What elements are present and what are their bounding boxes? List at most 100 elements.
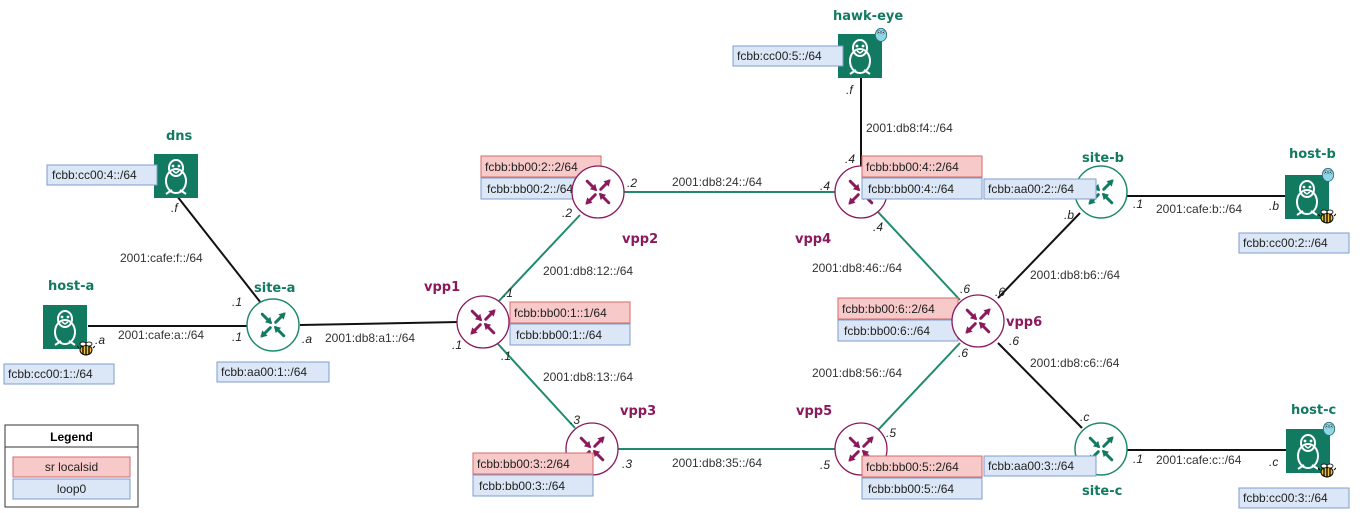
loop0-text-host-b: fcbb:cc00:2::/64 (1243, 236, 1328, 250)
loop0-text-host-a: fcbb:cc00:1::/64 (8, 367, 93, 381)
linux-tux-icon (838, 34, 882, 78)
localsid-box-vpp1 (509, 301, 631, 324)
iface-vpp2-down: .2 (562, 206, 572, 220)
link-site-a-vpp1 (299, 321, 460, 326)
node-name-host-b: host-b (1289, 147, 1336, 162)
localsid-text-vpp5: fcbb:bb00:5::2/64 (866, 460, 959, 474)
node-name-vpp6: vpp6 (1006, 315, 1042, 330)
loop0-box-host-b (1238, 232, 1350, 254)
node-vpp2[interactable]: fcbb:bb00:2::2/64 fcbb:bb00:2::/64 .2 .2… (480, 155, 658, 247)
iface-vpp1-down: .1 (501, 349, 511, 363)
node-site-c[interactable]: .c .1 fcbb:aa00:3::/64 site-c (983, 410, 1143, 499)
iface-vpp3-up: .3 (570, 413, 580, 427)
iface-vpp5-up: .5 (886, 426, 896, 440)
link-label-vpp4-vpp6: 2001:db8:46::/64 (812, 261, 902, 275)
loop0-text-host-c: fcbb:cc00:3::/64 (1243, 491, 1328, 505)
node-dns[interactable]: dns fcbb:cc00:4::/64 .f (46, 129, 198, 215)
legend-label-localsid: sr localsid (45, 460, 98, 474)
node-vpp6[interactable]: .6 .6 fcbb:bb00:6::2/64 fcbb:bb00:6::/64… (837, 282, 1042, 360)
iface-vpp6-ul: .6 (960, 282, 970, 296)
node-vpp1[interactable]: vpp1 fcbb:bb00:1::1/64 fcbb:bb00:1::/64 … (424, 280, 631, 363)
node-host-b[interactable]: host-b .b fcbb:cc00:2::/64 (1238, 147, 1350, 254)
iface-site-a-right: .a (302, 332, 312, 346)
iface-vpp4-up: .4 (845, 152, 855, 166)
legend-title: Legend (50, 430, 93, 444)
links (88, 78, 1286, 451)
node-name-vpp1: vpp1 (424, 280, 460, 295)
link-label-vpp1-vpp2: 2001:db8:12::/64 (543, 264, 633, 278)
node-site-b[interactable]: site-b fcbb:aa00:2::/64 .b .1 (983, 151, 1143, 222)
gopher-icon (874, 27, 888, 42)
localsid-text-vpp4: fcbb:bb00:4::2/64 (866, 160, 959, 174)
node-host-c[interactable]: host-c .c fcbb:cc00:3::/64 (1238, 403, 1350, 509)
node-name-site-a: site-a (254, 281, 295, 296)
loop0-text-site-b: fcbb:aa00:2::/64 (988, 182, 1074, 196)
link-label-hawk-eye-vpp4: 2001:db8:f4::/64 (866, 121, 953, 135)
loop0-text-site-a: fcbb:aa00:1::/64 (221, 365, 307, 379)
loop0-text-site-c: fcbb:aa00:3::/64 (988, 459, 1074, 473)
iface-vpp1-left: .1 (452, 338, 462, 352)
localsid-box-vpp3 (472, 452, 594, 475)
router-circle-vpp2 (571, 165, 625, 219)
link-label-host-a-site-a: 2001:cafe:a::/64 (118, 328, 204, 342)
node-name-site-c: site-c (1082, 484, 1122, 499)
localsid-text-vpp1: fcbb:bb00:1::1/64 (514, 306, 607, 320)
loop0-text-vpp1: fcbb:bb00:1::/64 (516, 328, 602, 342)
localsid-text-vpp2: fcbb:bb00:2::2/64 (485, 160, 578, 174)
node-name-host-c: host-c (1291, 403, 1336, 418)
iface-vpp3-right: .3 (622, 457, 632, 471)
iface-hawk-eye: .f (846, 83, 854, 97)
node-host-a[interactable]: host-a .a fcbb:cc00:1::/64 (3, 279, 115, 385)
link-labels: 2001:cafe:f::/64 2001:cafe:a::/64 2001:d… (118, 121, 1242, 470)
loop0-box-host-c (1238, 487, 1350, 509)
localsid-box-vpp5 (861, 455, 983, 478)
iface-vpp5-left: .5 (820, 458, 830, 472)
loop0-box-host-a (3, 363, 115, 385)
iface-site-b-right: .1 (1133, 197, 1143, 211)
iface-site-a-left: .1 (232, 330, 242, 344)
gopher-icon (1321, 167, 1335, 182)
iface-dns: .f (171, 201, 179, 215)
link-label-vpp2-vpp4: 2001:db8:24::/64 (672, 175, 762, 189)
link-vpp6-site-b (997, 212, 1081, 299)
loop0-box-vpp3 (472, 474, 594, 497)
loop0-text-vpp2: fcbb:bb00:2::/64 (487, 182, 573, 196)
loop0-text-dns: fcbb:cc00:4::/64 (52, 168, 137, 182)
iface-site-c-up: .c (1080, 410, 1089, 424)
link-label-vpp5-vpp6: 2001:db8:56::/64 (812, 366, 902, 380)
link-label-site-c-host-c: 2001:cafe:c::/64 (1156, 453, 1242, 467)
loop0-text-vpp6: fcbb:bb00:6::/64 (844, 324, 930, 338)
loop0-text-vpp3: fcbb:bb00:3::/64 (479, 479, 565, 493)
link-label-site-a-vpp1: 2001:db8:a1::/64 (325, 331, 415, 345)
link-dns-site-a (176, 195, 262, 304)
node-vpp4[interactable]: .4 .4 vpp4 fcbb:bb00:4::2/64 fcbb:bb00:4… (795, 152, 983, 247)
link-vpp1-vpp2 (497, 214, 581, 303)
linux-tux-icon (154, 154, 198, 198)
link-vpp4-vpp6 (877, 211, 961, 301)
node-name-hawk-eye: hawk-eye (833, 9, 903, 24)
legend-swatch-localsid (12, 456, 131, 478)
node-hawk-eye[interactable]: hawk-eye fcbb:cc00:5::/64 .f (732, 9, 903, 97)
node-vpp5[interactable]: vpp5 .5 .5 fcbb:bb00:5::2/64 fcbb:bb00:5… (796, 404, 983, 500)
link-vpp1-vpp3 (497, 343, 576, 429)
link-label-vpp6-site-c: 2001:db8:c6::/64 (1030, 356, 1120, 370)
legend-swatch-loop0 (12, 478, 131, 500)
node-site-a[interactable]: site-a .1 .1 .a fcbb:aa00:1::/64 (216, 281, 330, 383)
link-label-vpp3-vpp5: 2001:db8:35::/64 (672, 456, 762, 470)
iface-vpp6-ur: .6 (995, 285, 1005, 299)
loop0-box-site-b (983, 178, 1097, 200)
iface-site-a-up: .1 (232, 295, 242, 309)
iface-site-b-down: .b (1064, 208, 1074, 222)
node-name-vpp5: vpp5 (796, 404, 832, 419)
loop0-text-vpp4: fcbb:bb00:4::/64 (868, 182, 954, 196)
loop0-box-dns (46, 164, 158, 186)
legend-label-loop0: loop0 (57, 482, 87, 496)
iface-host-a: .a (95, 333, 105, 347)
iface-site-c-right: .1 (1133, 452, 1143, 466)
gopher-icon (1322, 421, 1336, 436)
node-vpp3[interactable]: vpp3 .3 fcbb:bb00:3::2/64 fcbb:bb00:3::/… (472, 404, 656, 497)
localsid-box-vpp4 (861, 155, 983, 178)
loop0-box-site-a (216, 361, 330, 383)
link-vpp5-vpp6 (877, 342, 961, 431)
